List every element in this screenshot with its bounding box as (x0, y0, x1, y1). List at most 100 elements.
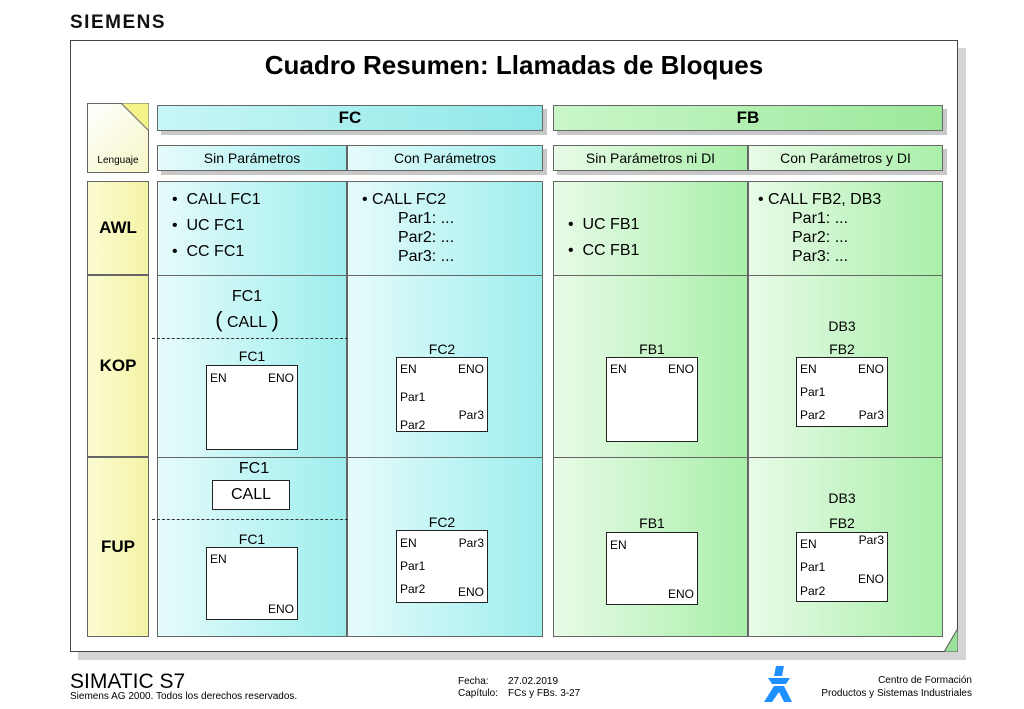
kop-fb2-box-title: FB2 (829, 341, 855, 357)
list-item: • CALL FC1 (172, 191, 261, 208)
fup-fb1-box-title: FB1 (639, 515, 665, 531)
pin-par2: Par2 (800, 408, 826, 422)
awl-instr: UC FC1 (186, 217, 245, 234)
fup-fb2-box: EN Par3 Par1 ENO Par2 (796, 532, 888, 602)
awl-param: Par3: ... (398, 248, 455, 265)
awl-param: Par1: ... (398, 210, 455, 227)
subheader-fb-con: Con Parámetros y DI (748, 145, 943, 171)
list-item: • CC FC1 (172, 243, 245, 260)
training-logo-icon (764, 666, 792, 702)
separator-dashed (152, 338, 348, 339)
pin-par1: Par1 (400, 559, 426, 573)
subheader-fb-sin: Sin Parámetros ni DI (553, 145, 748, 171)
fecha-value: 27.02.2019 (508, 676, 559, 687)
header-fc: FC (157, 105, 543, 131)
list-item: • CALL FB2, DB3 (758, 191, 882, 208)
corner-fold-icon (944, 628, 958, 652)
kop-db3-label: DB3 (828, 318, 856, 334)
pin-eno: ENO (457, 362, 484, 376)
kop-fc2-box-title: FC2 (428, 341, 456, 357)
kop-fc2-box: EN ENO Par1 Par3 Par2 (396, 357, 488, 432)
fup-fb1-box: EN ENO (606, 532, 698, 605)
kop-fb2-box: EN ENO Par1 Par2 Par3 (796, 357, 888, 427)
coil-close: ) (271, 307, 279, 332)
centro-line2: Productos y Sistemas Industriales (821, 688, 972, 699)
separator-dashed (152, 519, 348, 520)
subheader-label: Sin Parámetros (203, 150, 301, 166)
row-divider (157, 457, 543, 458)
subheader-fc-con: Con Parámetros (347, 145, 543, 171)
awl-param: Par2: ... (792, 229, 849, 246)
copyright: Siemens AG 2000. Todos los derechos rese… (70, 691, 298, 702)
pin-eno: ENO (267, 602, 294, 616)
pin-par3: Par3 (458, 408, 484, 422)
awl-instr: CC FC1 (186, 243, 245, 260)
pin-par2: Par2 (400, 582, 426, 596)
fup-db3-label: DB3 (828, 490, 856, 506)
header-fb: FB (553, 105, 943, 131)
fup-fc2-box-title: FC2 (428, 514, 456, 530)
awl-instr: CALL FC2 (372, 191, 447, 208)
pin-en: EN (800, 537, 817, 551)
fup-fc1-box-title: FC1 (238, 531, 266, 547)
row-label-awl: AWL (87, 181, 149, 275)
pin-eno: ENO (267, 371, 294, 385)
kop-call-coil: ( CALL ) (157, 307, 337, 333)
awl-param: Par3: ... (792, 248, 849, 265)
kop-fc1-box-title: FC1 (238, 348, 266, 364)
kop-fc1-label: FC1 (231, 288, 263, 305)
kop-fb1-box: EN ENO (606, 357, 698, 442)
list-item: • UC FC1 (172, 217, 245, 234)
coil-open: ( (215, 307, 223, 332)
lenguaje-corner-icon (121, 103, 149, 131)
awl-param: Par2: ... (398, 229, 455, 246)
pin-en: EN (400, 362, 417, 376)
pin-eno: ENO (667, 587, 694, 601)
awl-fc1-list: • CALL FC1 • UC FC1 • CC FC1 (172, 187, 261, 265)
pin-eno: ENO (857, 572, 884, 586)
row-divider (553, 457, 943, 458)
subheader-label: Con Parámetros y DI (780, 150, 911, 166)
fup-fc1-label: FC1 (238, 460, 270, 477)
pin-eno: ENO (667, 362, 694, 376)
pin-par3: Par3 (858, 408, 884, 422)
fup-fc2-box: EN Par3 Par1 Par2 ENO (396, 530, 488, 603)
pin-en: EN (610, 362, 627, 376)
list-item: • CC FB1 (568, 242, 640, 259)
awl-fb2-block: • CALL FB2, DB3 Par1: ... Par2: ... Par3… (758, 190, 881, 266)
list-item: • UC FB1 (568, 216, 640, 233)
row-divider (553, 275, 943, 276)
pin-par3: Par3 (858, 533, 884, 547)
pin-par1: Par1 (800, 560, 826, 574)
capitulo-label: Capítulo: (458, 688, 499, 699)
row-divider (157, 275, 543, 276)
pin-par1: Par1 (800, 385, 826, 399)
header-fb-label: FB (736, 108, 760, 127)
product-name: SIMATIC S7 (70, 670, 186, 693)
kop-fb1-box-title: FB1 (639, 341, 665, 357)
awl-instr: CALL FC1 (186, 191, 261, 208)
capitulo-value: FCs y FBs. 3-27 (508, 688, 581, 699)
fup-fc1-box: EN ENO (206, 547, 298, 620)
fup-call-box: CALL (212, 480, 290, 510)
subheader-label: Con Parámetros (394, 150, 496, 166)
row-label-fup: FUP (87, 457, 149, 637)
centro-line1: Centro de Formación (878, 675, 972, 686)
pin-par2: Par2 (800, 584, 826, 598)
awl-instr: CC FB1 (582, 242, 640, 259)
awl-fb1-list: • UC FB1 • CC FB1 (568, 212, 639, 264)
row-label-kop: KOP (87, 275, 149, 457)
page-title: Cuadro Resumen: Llamadas de Bloques (264, 50, 764, 80)
awl-param: Par1: ... (792, 210, 849, 227)
pin-en: EN (210, 552, 227, 566)
awl-instr: CALL FB2, DB3 (768, 191, 882, 208)
subheader-fc-sin: Sin Parámetros (157, 145, 347, 171)
list-item: • CALL FC2 (362, 191, 447, 208)
pin-eno: ENO (857, 362, 884, 376)
fecha-label: Fecha: (458, 676, 489, 687)
pin-par1: Par1 (400, 390, 426, 404)
lenguaje-label: Lenguaje (97, 155, 139, 166)
pin-eno: ENO (457, 585, 484, 599)
pin-par3: Par3 (458, 536, 484, 550)
pin-en: EN (610, 538, 627, 552)
